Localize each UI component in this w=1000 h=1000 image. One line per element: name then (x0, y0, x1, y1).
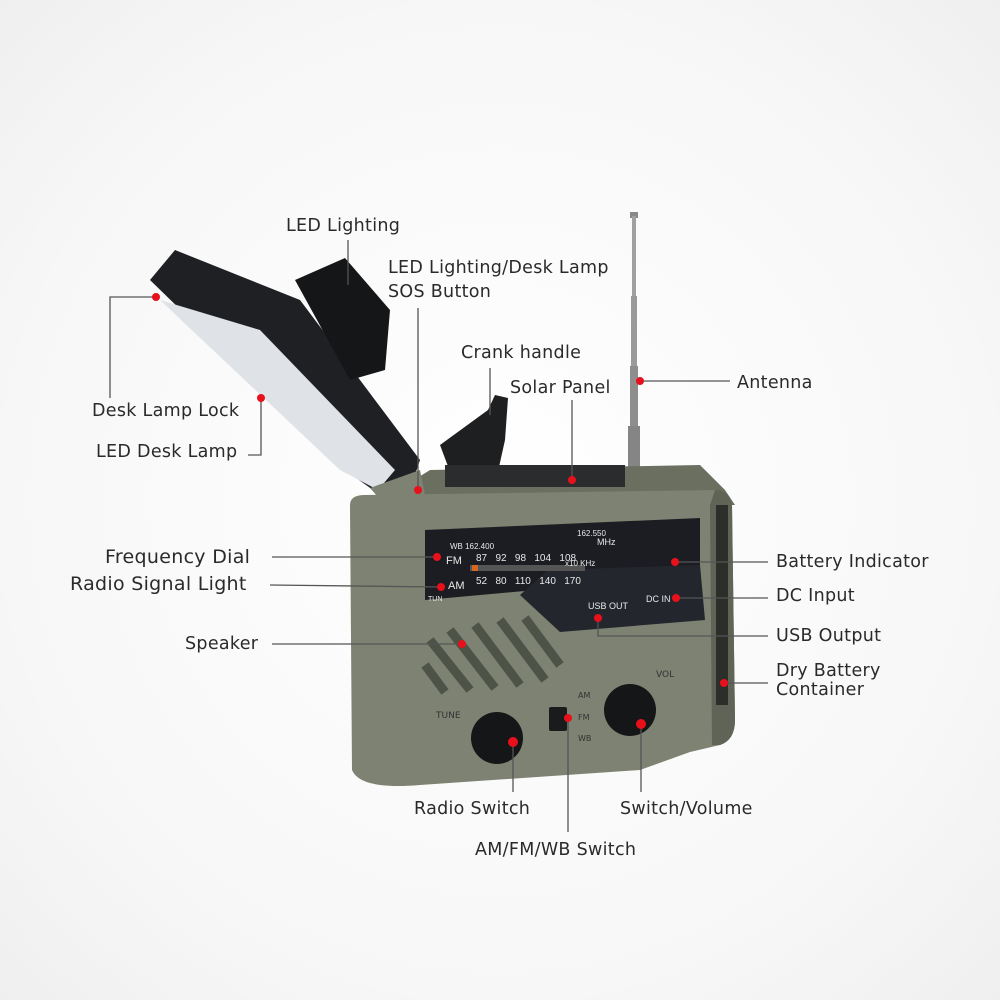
mhz-label: MHz (597, 537, 616, 547)
label-switch-volume: Switch/Volume (620, 799, 753, 819)
label-battery-indicator: Battery Indicator (776, 552, 929, 572)
label-crank-handle: Crank handle (461, 343, 582, 363)
dc-in-label: DC IN (646, 594, 671, 604)
label-led-desk-lamp: LED Desk Lamp (96, 442, 238, 462)
label-dc-input: DC Input (776, 586, 855, 606)
vol-label: VOL (656, 670, 674, 680)
tune-label: TUNE (435, 711, 461, 721)
leader-lines (109, 240, 768, 832)
label-solar-panel: Solar Panel (510, 378, 611, 398)
band-wb-label: WB (578, 734, 591, 743)
solar-panel (445, 465, 625, 487)
antenna (628, 212, 640, 470)
marker-dots (152, 293, 728, 747)
label-sos-button: SOS Button (388, 282, 492, 302)
band-am-label: AM (578, 691, 590, 700)
volume-knob[interactable] (604, 684, 656, 736)
label-dry-battery-container-line2: Container (776, 680, 865, 700)
wb-high-label: 162.550 (577, 529, 606, 538)
band-fm-label: FM (578, 713, 590, 722)
am-scale: 52 80 110 140 170 (476, 576, 581, 587)
wb-low-label: WB 162.400 (450, 542, 495, 551)
label-speaker: Speaker (185, 634, 259, 654)
fm-label: FM (446, 555, 462, 567)
label-antenna: Antenna (737, 373, 813, 393)
tun-label: TUN (428, 596, 442, 603)
led-desk-lamp (150, 250, 425, 505)
usb-out-label: USB OUT (588, 601, 629, 611)
label-desk-lamp-lock: Desk Lamp Lock (92, 401, 240, 421)
fm-scale: 87 92 98 104 108 (476, 553, 577, 564)
am-label: AM (448, 580, 465, 592)
ports-panel (520, 565, 705, 632)
band-switch[interactable] (549, 707, 567, 731)
khz-label: x10 KHz (565, 559, 595, 568)
label-dry-battery-container: Dry Battery (776, 661, 881, 681)
label-am-fm-wb-switch: AM/FM/WB Switch (475, 840, 637, 860)
label-usb-output: USB Output (776, 626, 882, 646)
label-radio-signal-light: Radio Signal Light (70, 573, 247, 595)
label-frequency-dial: Frequency Dial (105, 546, 251, 568)
crank-handle (440, 395, 508, 485)
speaker-grille (421, 615, 564, 695)
label-radio-switch: Radio Switch (414, 799, 531, 819)
label-led-lighting-desk-lamp: LED Lighting/Desk Lamp (388, 258, 609, 278)
tuning-pointer (472, 565, 478, 571)
radio-switch-knob[interactable] (471, 712, 523, 764)
label-led-lighting: LED Lighting (286, 216, 401, 236)
